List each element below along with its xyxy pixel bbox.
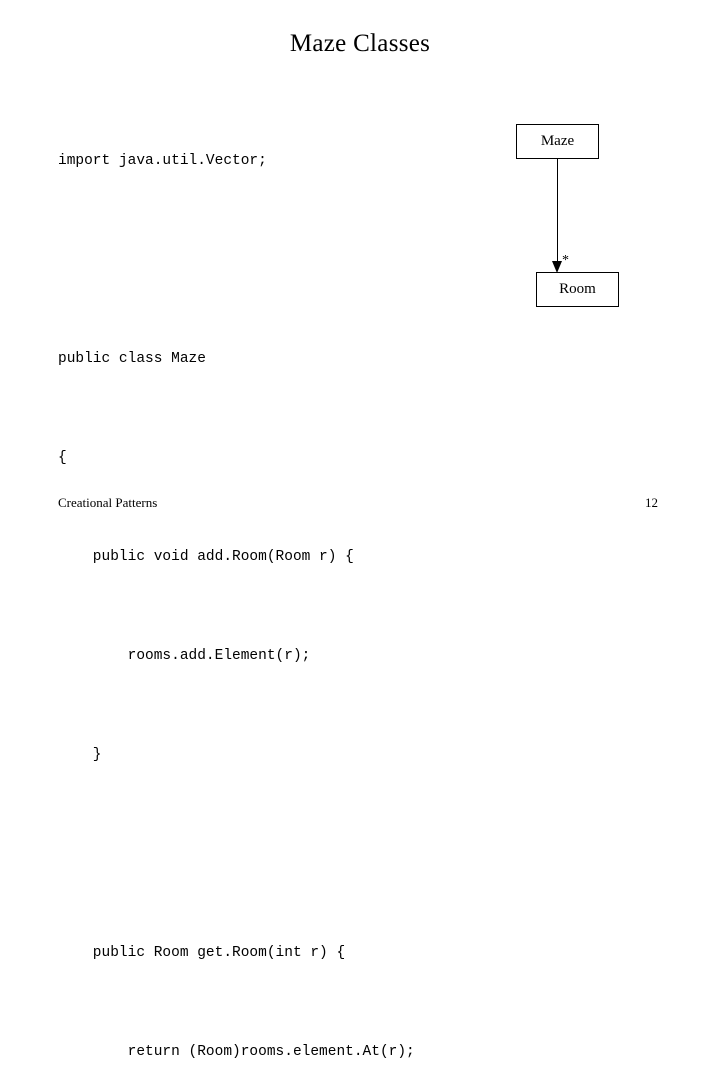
- code-line: {: [58, 450, 67, 466]
- slide-number: 12: [645, 495, 658, 510]
- code-line: public class Maze: [58, 351, 206, 367]
- slide: Maze Classes import java.util.Vector; pu…: [58, 30, 658, 1060]
- code-line: }: [58, 747, 102, 763]
- code-line: rooms.add.Element(r);: [58, 648, 311, 664]
- code-line: [58, 838, 415, 871]
- arrow-head-icon: [552, 261, 562, 273]
- class-box-room: Room: [536, 272, 619, 307]
- association-line: [557, 159, 559, 263]
- code-line: return (Room)rooms.element.At(r);: [58, 1044, 415, 1060]
- code-line: public Room get.Room(int r) {: [58, 945, 346, 961]
- footer-left: Creational Patterns: [58, 495, 158, 510]
- code-line: [58, 244, 415, 277]
- code-line: public void add.Room(Room r) {: [58, 549, 354, 565]
- code-line: import java.util.Vector;: [58, 153, 267, 169]
- multiplicity-label: *: [562, 253, 569, 268]
- class-box-maze: Maze: [516, 124, 599, 159]
- class-box-room-label: Room: [559, 281, 596, 297]
- class-box-maze-label: Maze: [540, 133, 575, 149]
- code-block: import java.util.Vector; public class Ma…: [58, 79, 415, 1080]
- page-title: Maze Classes: [289, 30, 431, 57]
